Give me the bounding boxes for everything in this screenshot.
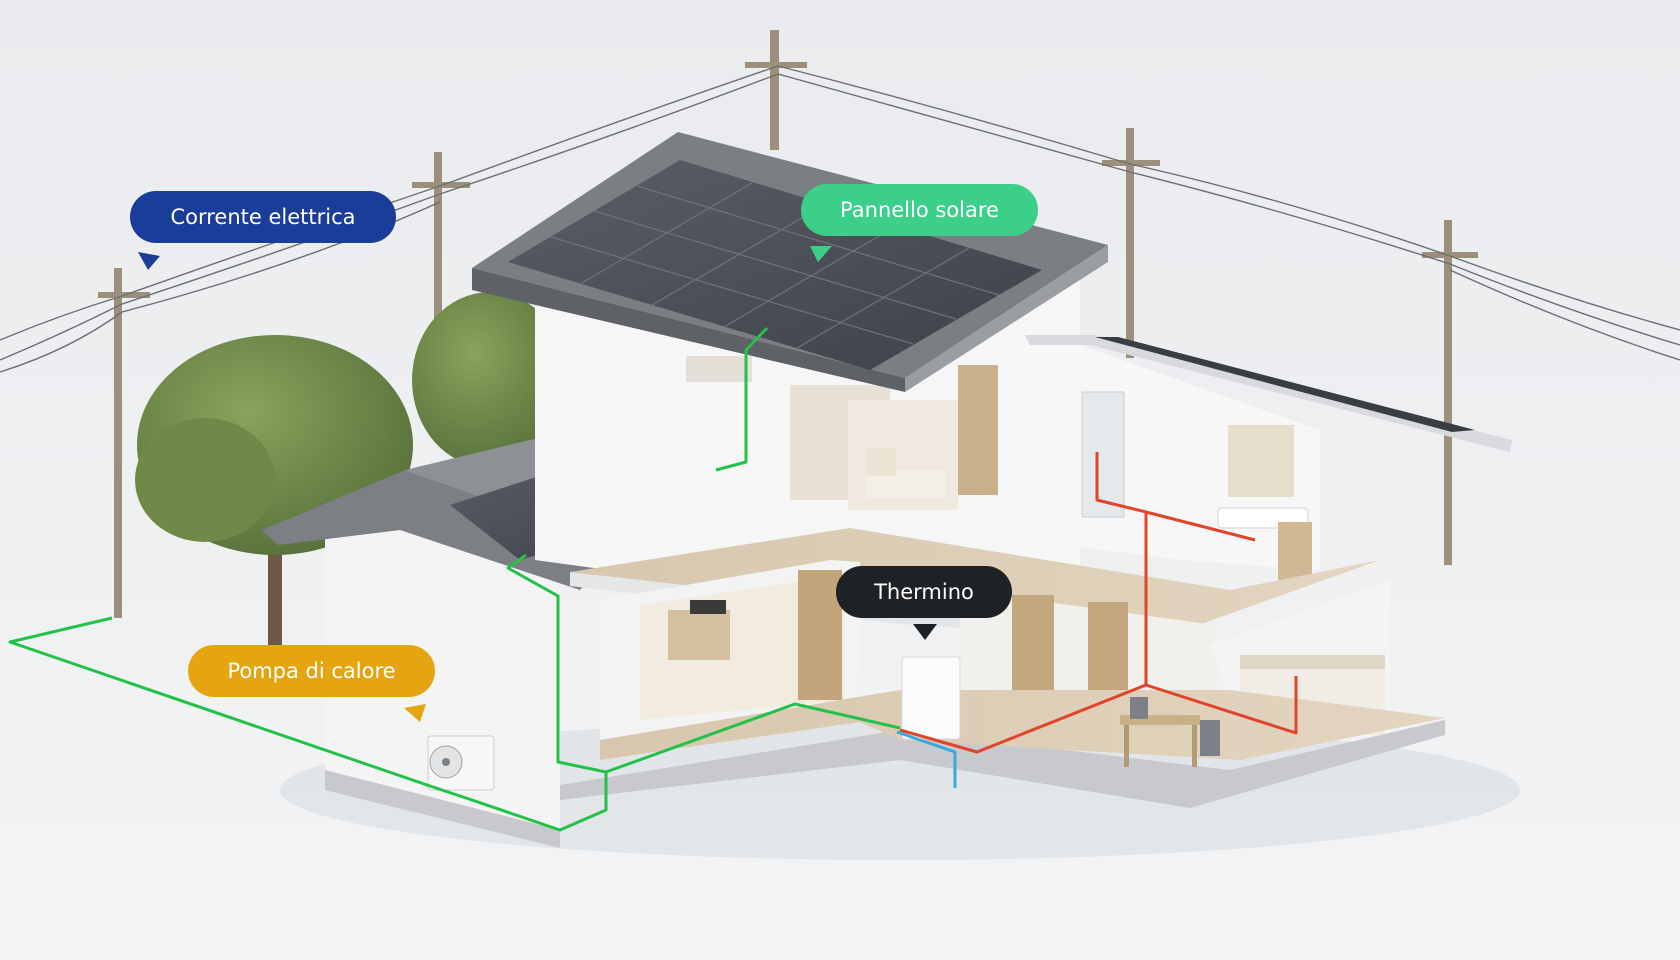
hot-water-network [899,452,1298,754]
heat-pump-label: Pompa di calore [188,645,435,697]
thermino-unit [901,656,961,740]
solar-panel-label: Pannello solare [801,184,1038,236]
right-wing [1025,335,1512,580]
electric-current-label: Corrente elettrica [130,191,396,243]
solar-pointer [810,246,832,262]
thermino-label: Thermino [836,566,1012,618]
main-house [472,132,1108,600]
power-cables [0,65,1680,373]
heat-pump-unit [427,735,495,791]
electric-pointer [138,252,160,270]
ground-floor [560,560,1445,808]
heat-pump-pointer [404,704,426,722]
thermino-pointer [913,624,937,640]
power-line-network [8,326,901,832]
cold-water-line [896,730,957,788]
